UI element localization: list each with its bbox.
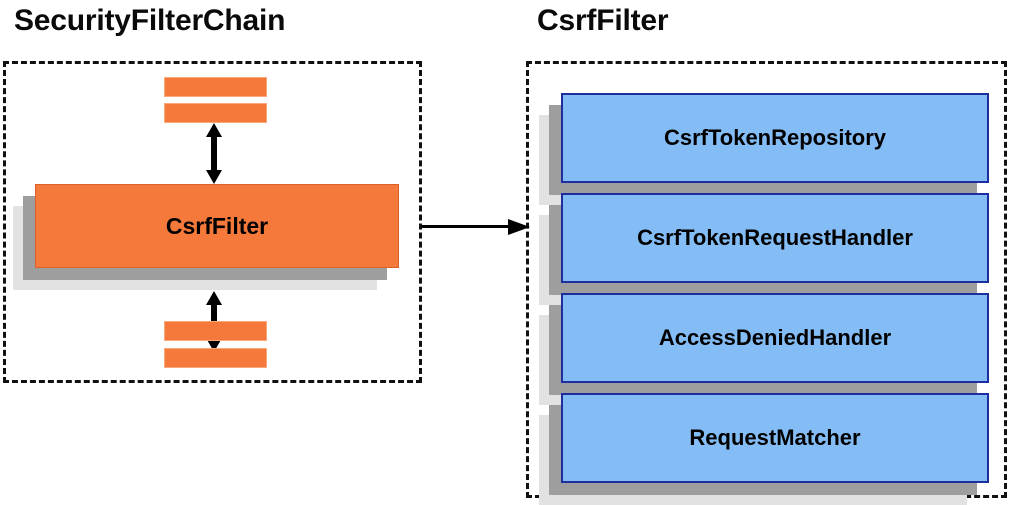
card-face: CsrfTokenRepository — [561, 93, 989, 183]
arrow-head-down-icon — [206, 170, 222, 184]
collaborator-label: RequestMatcher — [689, 425, 861, 450]
card-face: RequestMatcher — [561, 393, 989, 483]
arrow-shaft — [211, 135, 217, 172]
filter-bar-top-2 — [164, 103, 267, 123]
card-face: CsrfFilter — [35, 184, 399, 268]
filter-bar-bottom-1 — [164, 321, 267, 341]
arrow-head-right-icon — [508, 219, 530, 235]
arrow-right-connector — [422, 219, 530, 235]
collaborator-box-request-matcher[interactable]: RequestMatcher — [539, 393, 989, 505]
filter-bar-top-1 — [164, 77, 267, 97]
arrow-up-down-above-csrffilter — [206, 123, 222, 184]
csrf-filter-label: CsrfFilter — [165, 212, 269, 239]
arrow-head-up-icon — [206, 291, 222, 305]
collaborator-box-access-denied-handler[interactable]: AccessDeniedHandler — [539, 293, 989, 405]
arrow-shaft — [422, 225, 512, 228]
card-face: AccessDeniedHandler — [561, 293, 989, 383]
collaborator-box-csrf-token-request-handler[interactable]: CsrfTokenRequestHandler — [539, 193, 989, 305]
filter-bar-bottom-2 — [164, 348, 267, 368]
collaborator-label: AccessDeniedHandler — [658, 325, 892, 350]
security-filter-chain-container — [3, 61, 422, 383]
card-face: CsrfTokenRequestHandler — [561, 193, 989, 283]
panel-title-csrf-filter: CsrfFilter — [537, 4, 669, 37]
panel-title-security-filter-chain: SecurityFilterChain — [14, 4, 286, 37]
arrow-head-up-icon — [206, 123, 222, 137]
csrf-filter-box[interactable]: CsrfFilter — [13, 184, 399, 290]
collaborator-box-csrf-token-repository[interactable]: CsrfTokenRepository — [539, 93, 989, 205]
collaborator-label: CsrfTokenRequestHandler — [637, 225, 913, 250]
collaborator-label: CsrfTokenRepository — [663, 125, 887, 150]
